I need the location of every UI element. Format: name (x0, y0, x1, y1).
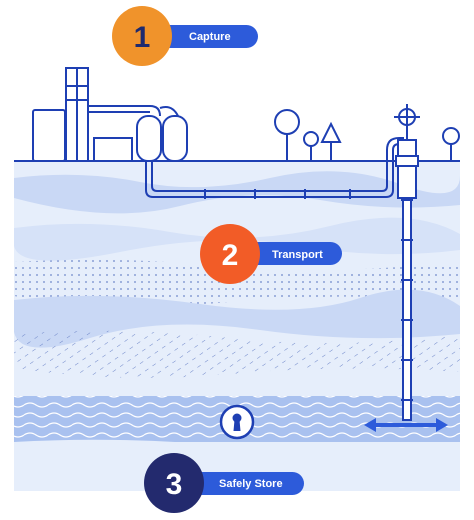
sediment-band-1 (14, 171, 460, 214)
step-number-badge (200, 224, 260, 284)
plant-building-left (32, 109, 66, 162)
plant-pipe (88, 105, 161, 117)
step-label: Transport (272, 249, 323, 261)
ground-layers (14, 160, 460, 491)
tree-icon (442, 127, 460, 161)
step-number: 3 (166, 468, 183, 501)
trees (274, 109, 460, 161)
pipeline-inner (151, 137, 404, 192)
storage-tank-2 (162, 115, 188, 162)
step-pill (182, 472, 304, 495)
step-number: 2 (222, 239, 239, 272)
step-number-badge (144, 453, 204, 513)
valve-wheel-icon (394, 104, 420, 130)
tree-icon (303, 131, 319, 161)
step-number-badge (112, 6, 172, 66)
sediment-band-3 (14, 289, 460, 348)
plant-building-right (93, 137, 133, 162)
storage-tank-1 (136, 115, 162, 162)
step-safely-store: 3 Safely Store (144, 453, 304, 513)
lock-icon (219, 404, 255, 440)
injection-well (394, 104, 420, 421)
pipeline-outer (145, 143, 404, 198)
step-capture: 1 Capture (112, 6, 258, 66)
step-pill (238, 242, 342, 265)
transport-pipeline (145, 137, 404, 199)
step-transport: 2 Transport (200, 224, 342, 284)
bedrock-layer (14, 439, 460, 491)
tree-icon (320, 121, 342, 161)
tree-icon (274, 109, 300, 161)
capture-plant (32, 67, 188, 162)
wellhead (397, 139, 417, 199)
hatched-rock-layer (14, 330, 460, 378)
step-label: Capture (189, 31, 231, 43)
step-pill (150, 25, 258, 48)
double-arrow-icon (364, 418, 448, 432)
step-label: Safely Store (219, 478, 283, 490)
step-number: 1 (134, 21, 151, 54)
